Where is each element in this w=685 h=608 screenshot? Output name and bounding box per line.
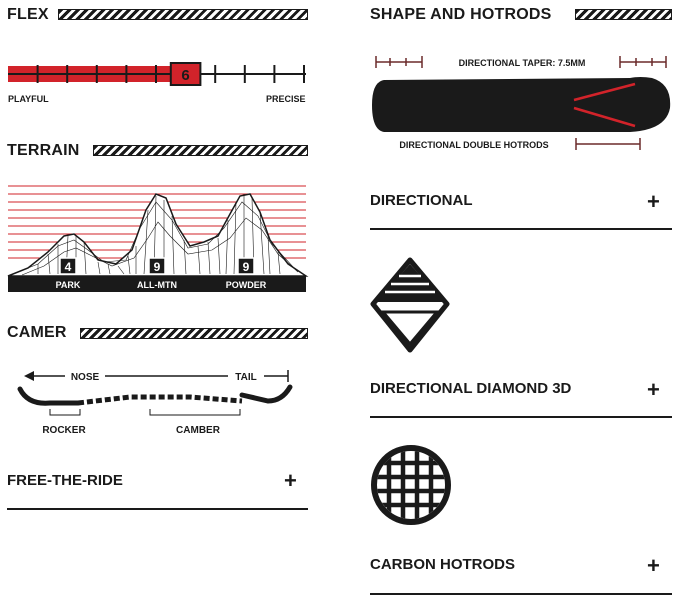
directional-expand-icon[interactable]: + [647, 189, 660, 214]
shape-title: SHAPE AND HOTRODS [370, 6, 552, 23]
flex-right-label: PRECISE [266, 94, 306, 104]
shape-graphic: DIRECTIONAL TAPER: 7.5MM DIRECTIONAL DOU… [372, 56, 671, 150]
hotrod-upper [573, 82, 636, 102]
taper-label: DIRECTIONAL TAPER: 7.5MM [459, 58, 586, 68]
flex-hatch-divider [58, 9, 308, 20]
terrain-base-bar [8, 276, 306, 292]
terrain-graphic: 4 9 9 PARK ALL-MTN POWDER [7, 185, 309, 292]
carbon-expand-icon[interactable]: + [647, 553, 660, 578]
flex-left-label: PLAYFUL [8, 94, 49, 104]
hotrod-lower [573, 106, 636, 128]
diamond-header[interactable]: DIRECTIONAL DIAMOND 3D [370, 380, 572, 397]
terrain-score-boxes: 4 9 9 [59, 257, 255, 275]
powder-score: 9 [243, 260, 250, 274]
hotrods-label: DIRECTIONAL DOUBLE HOTRODS [399, 140, 548, 150]
carbon-header[interactable]: CARBON HOTRODS [370, 556, 515, 573]
taper-left-ruler [375, 56, 423, 68]
allmtn-score-box [148, 257, 166, 275]
flex-value-text: 6 [181, 67, 189, 84]
board-profile-solid [17, 384, 293, 406]
allmtn-label: ALL-MTN [137, 280, 177, 290]
terrain-mountain-shape [7, 193, 309, 277]
hotrods-ruler [575, 138, 641, 150]
terrain-title: TERRAIN [7, 142, 80, 159]
diamond-3d-icon [370, 257, 450, 353]
park-score-box [59, 257, 77, 275]
board-profile-camber [77, 394, 243, 406]
flex-title: FLEX [7, 6, 49, 23]
directional-header[interactable]: DIRECTIONAL [370, 192, 473, 209]
camber-title: CAMER [7, 324, 67, 341]
diamond-expand-icon[interactable]: + [647, 377, 660, 402]
camber-nose-label: NOSE [71, 372, 100, 383]
park-score: 4 [65, 260, 72, 274]
carbon-grid-icon [371, 445, 451, 525]
free-the-ride-divider [7, 508, 308, 510]
camber-bracket [149, 409, 241, 416]
free-the-ride-header[interactable]: FREE-THE-RIDE [7, 472, 123, 489]
flex-value-box [169, 62, 202, 86]
powder-label: POWDER [226, 280, 267, 290]
free-the-ride-expand-icon[interactable]: + [284, 468, 297, 493]
rocker-bracket [49, 409, 81, 416]
flex-scale: 6 [8, 60, 308, 90]
terrain-hatch-divider [93, 145, 308, 156]
allmtn-score: 9 [154, 260, 161, 274]
shape-hatch-divider [575, 9, 672, 20]
taper-right-ruler [619, 56, 667, 68]
park-label: PARK [56, 280, 81, 290]
camber-tail-label: TAIL [235, 372, 256, 383]
directional-divider [370, 228, 672, 230]
camber-profile-graphic: NOSE TAIL ROCKER CAMBER [17, 369, 293, 436]
camber-hatch-divider [80, 328, 308, 339]
camber-camber-label: CAMBER [176, 425, 221, 436]
terrain-mesh-lines [17, 194, 299, 276]
camber-rocker-label: ROCKER [42, 425, 86, 436]
board-top-view [372, 77, 671, 132]
diamond-divider [370, 416, 672, 418]
flex-scale-graphic: 6 [8, 62, 306, 86]
powder-score-box [237, 257, 255, 275]
carbon-divider [370, 593, 672, 595]
camber-arrow-head [24, 371, 34, 381]
